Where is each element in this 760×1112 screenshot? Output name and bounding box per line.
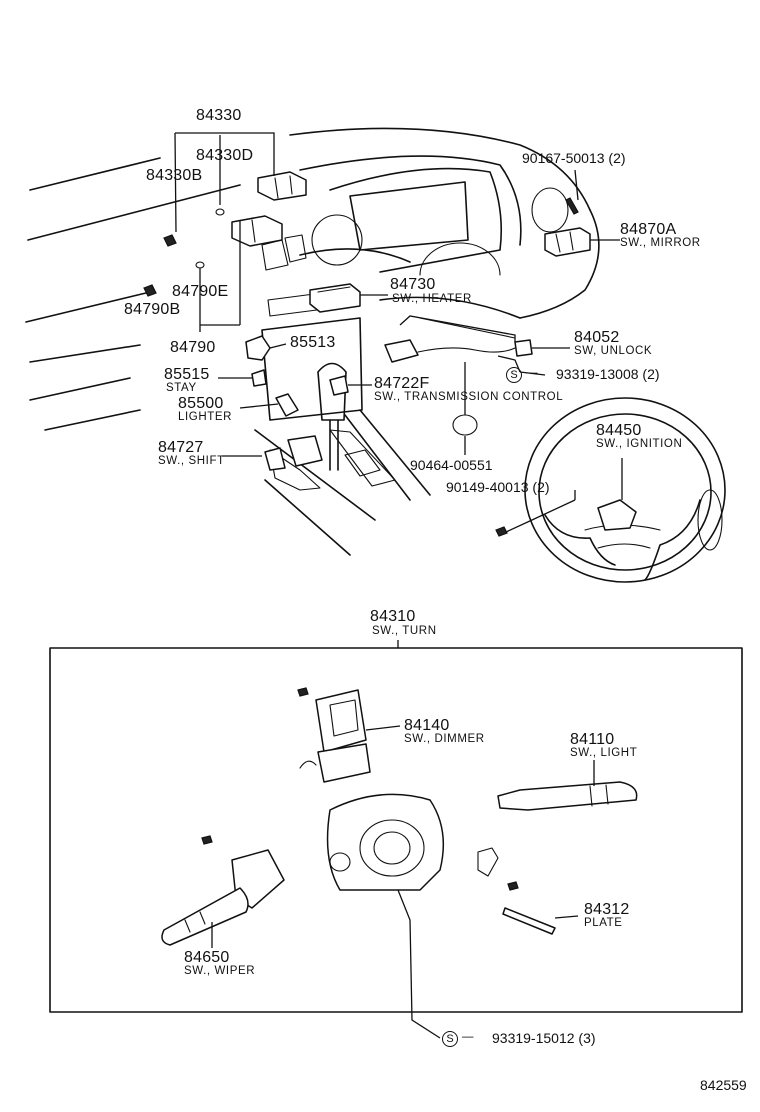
part-84052-desc: SW, UNLOCK [574,345,653,357]
part-84312-number: 84312 [584,901,630,918]
part-85500-number: 85500 [178,395,224,412]
part-84650-number: 84650 [184,949,230,966]
part-85513-number: 85513 [290,334,336,351]
diagram-code: 842559 [700,1077,747,1093]
part-84450-desc: SW., IGNITION [596,438,683,450]
dashboard-outline [25,127,600,556]
part-84722F-desc: SW., TRANSMISSION CONTROL [374,391,564,403]
part-84870A-desc: SW., MIRROR [620,237,701,249]
part-84052-number: 84052 [574,329,620,346]
part-93319-13008-number: 93319-13008 (2) [556,366,660,382]
standard-part-symbol: S [506,367,522,383]
part-84790B-number: 84790B [124,301,181,318]
part-84650-desc: SW., WIPER [184,965,256,977]
turn-switch-assembly [49,640,743,1039]
leader-dash-1: — [526,367,539,379]
part-84790-number: 84790 [170,339,216,356]
part-93319-15012-number: 93319-15012 (3) [492,1030,596,1046]
part-85515-desc: STAY [166,382,197,394]
part-84330D-number: 84330D [196,147,254,164]
part-90464-number: 90464-00551 [410,457,493,473]
part-84110-number: 84110 [570,731,615,748]
part-84330B-number: 84330B [146,167,203,184]
part-84870A-number: 84870A [620,221,677,238]
part-84730-number: 84730 [390,276,436,293]
part-84310-number: 84310 [370,608,416,625]
part-90167-number: 90167-50013 (2) [522,150,626,166]
leader-dash-2: — [462,1031,475,1043]
steering-wheel [524,397,726,583]
part-84312-desc: PLATE [584,917,623,929]
part-90149-number: 90149-40013 (2) [446,479,550,495]
switch-parts-upper [143,132,637,537]
standard-part-symbol-2: S [442,1031,458,1047]
part-84727-desc: SW., SHIFT [158,455,225,467]
part-85500-desc: LIGHTER [178,411,233,423]
part-84730-desc: SW., HEATER [392,293,472,305]
part-84140-number: 84140 [404,717,450,734]
part-84722F-number: 84722F [374,375,430,392]
part-84330-number: 84330 [196,107,242,124]
part-84110-desc: SW., LIGHT [570,747,638,759]
part-84450-number: 84450 [596,422,642,439]
part-84727-number: 84727 [158,439,204,456]
part-84140-desc: SW., DIMMER [404,733,485,745]
part-84310-desc: SW., TURN [372,625,437,637]
part-85515-number: 85515 [164,366,210,383]
part-84790E-number: 84790E [172,283,229,300]
